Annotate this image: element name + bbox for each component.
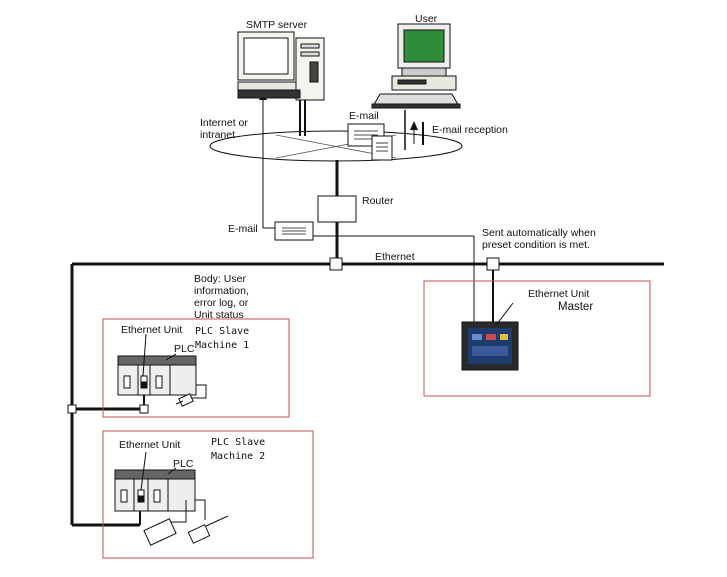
user-computer (371, 23, 461, 109)
slave2-title: PLC Slave Machine 2 (211, 437, 266, 462)
master-hmi-panel (461, 321, 519, 371)
email-left-label: E-mail (228, 223, 258, 235)
user-label: User (415, 13, 438, 25)
router-label: Router (362, 195, 394, 207)
slave2-ethernet-unit-label: Ethernet Unit (119, 439, 181, 451)
ethernet-bus (70, 262, 664, 527)
slave1-ethernet-pointer (142, 333, 147, 377)
slave1-box (102, 318, 290, 418)
slave1-plc-rack (117, 355, 197, 396)
slave1-title: PLC Slave Machine 1 (195, 326, 250, 351)
router-box (317, 195, 357, 223)
email-top-label: E-mail (349, 110, 379, 122)
slave2-plc-rack (114, 469, 196, 512)
slave2-plc-label: PLC (173, 458, 194, 470)
master-label: Master (558, 301, 594, 313)
slave1-ethernet-unit-label: Ethernet Unit (121, 324, 183, 336)
sent-auto-label: Sent automatically when preset condition… (482, 227, 596, 251)
slave1-plc-label: PLC (174, 343, 195, 355)
master-pointer (496, 302, 514, 325)
slave2-box (102, 430, 314, 559)
smtp-server-label: SMTP server (246, 19, 308, 31)
slave2-ethernet-pointer (140, 451, 147, 491)
slave1-sensor (175, 384, 207, 407)
email-reception-label: E-mail reception (432, 124, 508, 136)
server-links (262, 98, 424, 258)
smtp-server-computer (237, 31, 325, 101)
email-envelope-top (347, 123, 393, 161)
bus-junctions (67, 257, 500, 414)
slave2-sensors (143, 499, 229, 546)
ethernet-label: Ethernet (375, 251, 415, 263)
slave1-plc-pointer (165, 353, 177, 361)
body-label: Body: User information, error log, or Un… (194, 273, 249, 321)
master-box (423, 280, 651, 397)
master-ethernet-unit-label: Ethernet Unit (528, 288, 590, 300)
email-envelope-left (274, 221, 314, 241)
internet-label: Internet or intranet (200, 117, 248, 141)
slave2-plc-pointer (167, 467, 177, 475)
email-route (263, 227, 494, 330)
